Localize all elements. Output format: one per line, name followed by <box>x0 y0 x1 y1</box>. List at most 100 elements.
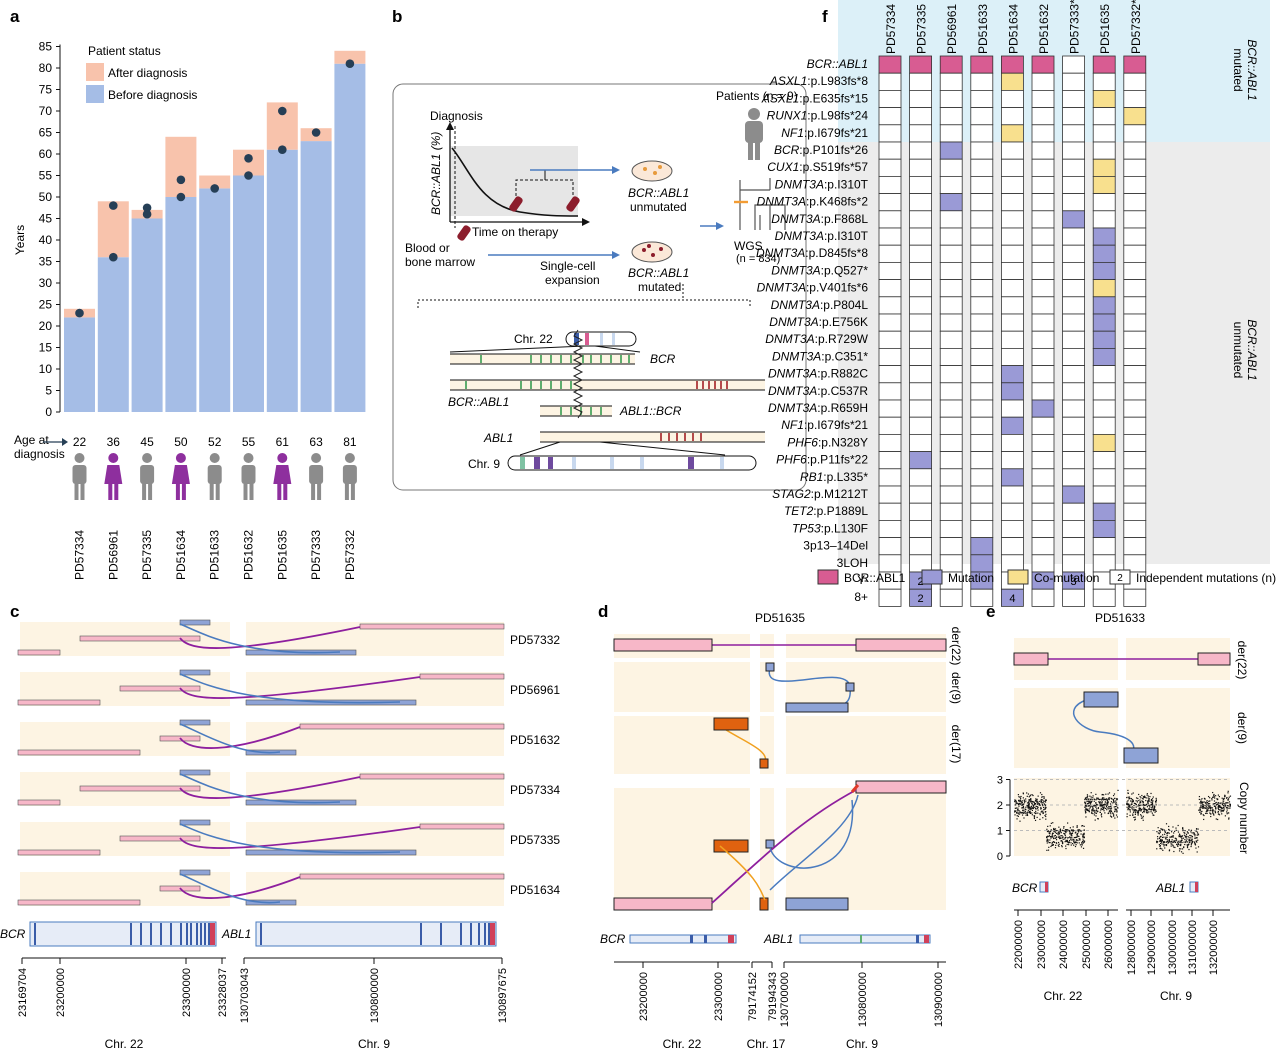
f-patient-label: PD51634 <box>1006 4 1020 54</box>
cn-point <box>1114 811 1116 813</box>
cn-point <box>1095 793 1097 795</box>
bar-after-PD51633 <box>199 175 231 189</box>
cn-point <box>1114 808 1117 810</box>
cn-point <box>1115 808 1117 811</box>
cn-point <box>1164 830 1166 832</box>
y-tick-label: 55 <box>39 169 53 183</box>
cn-point <box>1037 812 1039 814</box>
cn-point <box>1116 809 1118 811</box>
f-cell <box>939 55 963 74</box>
panel-c-abl1-exons <box>260 923 495 945</box>
cn-point <box>1219 809 1221 811</box>
f-cell <box>1092 416 1116 435</box>
cn-point <box>1128 804 1130 806</box>
cn-point <box>1099 811 1101 813</box>
cn-point <box>1051 843 1053 845</box>
exon <box>484 923 486 945</box>
cn-point <box>1106 801 1108 803</box>
cn-point <box>1095 803 1098 806</box>
cn-point <box>1087 799 1089 801</box>
mutated-side-label-2: mutated <box>1231 48 1245 91</box>
cn-point <box>1226 796 1228 799</box>
cn-point <box>1177 841 1179 843</box>
cn-point <box>1102 808 1104 810</box>
cn-point <box>1202 801 1204 803</box>
cn-point <box>1211 799 1213 801</box>
cn-point <box>1127 809 1129 811</box>
cn-point <box>1015 802 1017 805</box>
exon <box>210 923 215 945</box>
cn-point <box>1206 808 1208 810</box>
cn-point <box>1055 837 1057 839</box>
cn-point <box>1042 805 1044 807</box>
f-cell <box>1031 158 1055 177</box>
cn-point <box>1142 800 1144 803</box>
cn-point <box>1074 836 1076 839</box>
cn-point <box>1185 840 1188 842</box>
f-cell <box>1031 244 1055 263</box>
female-person-icon <box>273 453 292 500</box>
patient-name: PD56961 <box>106 530 120 580</box>
cn-point <box>1200 802 1202 804</box>
f-cell <box>939 588 963 607</box>
cn-point <box>1213 800 1216 802</box>
cn-point <box>1208 805 1210 808</box>
cn-point <box>1142 798 1144 800</box>
cn-point <box>1040 801 1042 803</box>
unmutated-side-label-1: BCR::ABL1 <box>1245 319 1259 380</box>
cn-point <box>1103 807 1105 809</box>
cn-point <box>1106 802 1108 804</box>
f-cell <box>1092 244 1116 263</box>
cn-point <box>1084 812 1087 814</box>
cn-point <box>1186 846 1189 849</box>
age-label-line2: diagnosis <box>14 447 65 461</box>
bcr-abl1-fusion-track <box>450 379 765 391</box>
cn-point <box>1150 792 1152 795</box>
cn-point <box>1156 848 1158 850</box>
cn-point <box>1032 801 1034 803</box>
cn-point <box>1081 844 1083 846</box>
cn-point <box>1208 807 1210 809</box>
abl1-bcr-label: ABL1::BCR <box>619 404 682 418</box>
f-cell <box>970 107 994 126</box>
panel-b-box <box>392 83 807 491</box>
legend-comutation: Co-mutation <box>1034 571 1099 585</box>
cn-point <box>1018 811 1020 813</box>
panel-f-label: f <box>822 7 828 26</box>
cn-point <box>1193 832 1195 834</box>
cn-point <box>1071 839 1073 841</box>
cn-point <box>1171 843 1173 845</box>
cn-point <box>1152 810 1155 812</box>
f-cell <box>1092 537 1116 556</box>
cn-point <box>1171 841 1173 843</box>
cn-point <box>1027 806 1029 808</box>
cn-point <box>1223 800 1225 802</box>
exon <box>570 407 572 415</box>
cn-point <box>1064 830 1066 832</box>
f-patient-label: PD51633 <box>976 4 990 54</box>
f-cell <box>1062 90 1085 109</box>
cn-point <box>1176 841 1179 843</box>
cn-point <box>1115 800 1117 802</box>
f-cell <box>878 210 902 229</box>
cn-point <box>1142 819 1144 821</box>
cn-point <box>1014 811 1016 813</box>
cn-point <box>1083 835 1085 838</box>
cn-point <box>1039 814 1041 816</box>
f-cell <box>939 72 963 91</box>
sample-dot <box>311 128 321 137</box>
f-cell <box>1123 244 1147 263</box>
exon <box>540 381 542 389</box>
f-cell <box>970 502 994 521</box>
cn-point <box>1099 798 1101 800</box>
cn-point <box>1048 841 1050 844</box>
age-value: 36 <box>107 435 121 449</box>
y-tick-label: 85 <box>39 40 53 54</box>
f-cell <box>1092 90 1116 109</box>
mutated-side-label-1: BCR::ABL1 <box>1245 39 1259 100</box>
cn-point <box>1049 839 1051 841</box>
cn-point <box>1028 812 1030 814</box>
f-row-label: CUX1:p.S519fs*57 <box>767 160 868 174</box>
cn-point <box>1129 814 1131 816</box>
f-cell <box>1001 313 1024 332</box>
